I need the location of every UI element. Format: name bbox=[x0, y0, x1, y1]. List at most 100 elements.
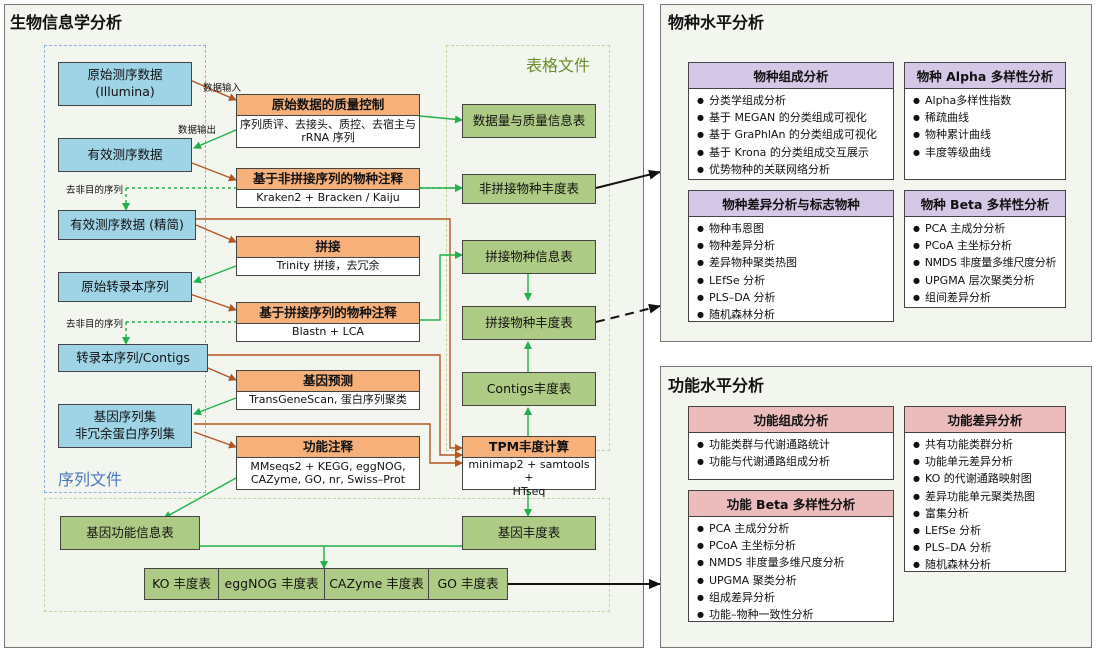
abundance-table-row: KO 丰度表 eggNOG 丰度表 CAZyme 丰度表 GO 丰度表 bbox=[144, 568, 508, 600]
list-item: PCA 主成分分析 bbox=[913, 221, 1065, 238]
card-species-beta-diversity: 物种 Beta 多样性分析 PCA 主成分分析 PCoA 主坐标分析 NMDS … bbox=[904, 190, 1066, 308]
list-item: 稀疏曲线 bbox=[913, 110, 1065, 127]
card-function-composition-list: 功能类群与代谢通路统计 功能与代谢通路组成分析 bbox=[689, 437, 893, 471]
arrow-transcript-to-assembly-annot bbox=[189, 293, 237, 312]
list-item: 功能与代谢通路组成分析 bbox=[697, 454, 893, 471]
table-data-quality: 数据量与质量信息表 bbox=[462, 104, 596, 138]
list-item: PLS–DA 分析 bbox=[913, 540, 1065, 557]
list-item: 组成差异分析 bbox=[697, 590, 893, 607]
list-item: PCoA 主坐标分析 bbox=[697, 538, 893, 555]
node-valid-sequencing-data-text: 有效测序数据 bbox=[87, 146, 163, 162]
list-item: 丰度等级曲线 bbox=[913, 145, 1065, 162]
node-raw-transcripts-text: 原始转录本序列 bbox=[81, 278, 169, 294]
process-assembly-annotation: 基于拼接序列的物种注释 Blastn + LCA bbox=[236, 302, 420, 342]
table-contigs-abundance-text: Contigs丰度表 bbox=[486, 380, 572, 396]
list-item: UPGMA 聚类分析 bbox=[697, 573, 893, 590]
list-item: 物种差异分析 bbox=[697, 238, 893, 255]
list-item: LEfSe 分析 bbox=[913, 523, 1065, 540]
species-level-panel-title: 物种水平分析 bbox=[668, 13, 765, 32]
label-data-in: 数据输入 bbox=[203, 83, 242, 94]
process-function-annotation-title: 功能注释 bbox=[237, 437, 419, 458]
node-valid-slim-data: 有效测序数据 (精简) bbox=[58, 210, 196, 240]
list-item: 优势物种的关联网络分析 bbox=[697, 162, 893, 179]
label-remove-nontarget-2: 去非目的序列 bbox=[66, 319, 124, 330]
list-item: 共有功能类群分析 bbox=[913, 437, 1065, 454]
process-function-annotation: 功能注释 MMseqs2 + KEGG, eggNOG, CAZyme, GO,… bbox=[236, 436, 420, 490]
label-remove-nontarget-1: 去非目的序列 bbox=[66, 185, 124, 196]
node-contigs-text: 转录本序列/Contigs bbox=[76, 349, 190, 365]
process-nonassembly-annotation: 基于非拼接序列的物种注释 Kraken2 + Bracken / Kaiju bbox=[236, 168, 420, 208]
list-item: KO 的代谢通路映射图 bbox=[913, 471, 1065, 488]
arrow-func-annot-to-info-table bbox=[163, 477, 237, 519]
table-data-quality-text: 数据量与质量信息表 bbox=[472, 112, 586, 128]
card-species-difference-title: 物种差异分析与标志物种 bbox=[689, 191, 893, 217]
list-item: PLS–DA 分析 bbox=[697, 290, 893, 307]
list-item: PCA 主成分分析 bbox=[697, 521, 893, 538]
card-species-composition-list: 分类学组成分析 基于 MEGAN 的分类组成可视化 基于 GraPhlAn 的分… bbox=[689, 93, 893, 179]
list-item: NMDS 非度量多维尺度分析 bbox=[697, 555, 893, 572]
process-function-annotation-detail: MMseqs2 + KEGG, eggNOG, CAZyme, GO, nr, … bbox=[250, 459, 406, 487]
table-nonassembly-abundance: 非拼接物种丰度表 bbox=[462, 174, 596, 204]
list-item: 物种韦恩图 bbox=[697, 221, 893, 238]
arrow-valid-to-nonassembly bbox=[191, 162, 237, 182]
list-item: 基于 GraPhlAn 的分类组成可视化 bbox=[697, 127, 893, 144]
card-species-alpha-diversity: 物种 Alpha 多样性分析 Alpha多样性指数 稀疏曲线 物种累计曲线 丰度… bbox=[904, 62, 1066, 180]
table-gene-abundance-text: 基因丰度表 bbox=[497, 524, 561, 540]
card-species-difference: 物种差异分析与标志物种 物种韦恩图 物种差异分析 差异物种聚类热图 LEfSe … bbox=[688, 190, 894, 322]
arrow-qc-to-valid bbox=[193, 129, 237, 149]
sequence-files-label: 序列文件 bbox=[58, 470, 123, 489]
process-nonassembly-annotation-title: 基于非拼接序列的物种注释 bbox=[237, 169, 419, 190]
table-gene-function-info: 基因功能信息表 bbox=[60, 516, 200, 550]
table-assembly-species-abundance-text: 拼接物种丰度表 bbox=[485, 314, 573, 330]
list-item: NMDS 非度量多维尺度分析 bbox=[913, 255, 1065, 272]
list-item: 差异物种聚类热图 bbox=[697, 255, 893, 272]
card-species-beta-diversity-list: PCA 主成分分析 PCoA 主坐标分析 NMDS 非度量多维尺度分析 UPGM… bbox=[905, 221, 1065, 307]
card-function-beta-diversity-list: PCA 主成分分析 PCoA 主坐标分析 NMDS 非度量多维尺度分析 UPGM… bbox=[689, 521, 893, 624]
node-raw-sequencing-data-text: 原始测序数据 (Illumina) bbox=[87, 67, 163, 99]
process-assembly: 拼接 Trinity 拼接，去冗余 bbox=[236, 236, 420, 276]
card-function-beta-diversity-title: 功能 Beta 多样性分析 bbox=[689, 491, 893, 517]
card-species-composition: 物种组成分析 分类学组成分析 基于 MEGAN 的分类组成可视化 基于 GraP… bbox=[688, 62, 894, 180]
arrow-assembly-annot-to-info bbox=[420, 251, 463, 321]
list-item: 功能单元差异分析 bbox=[913, 454, 1065, 471]
eggnog-abundance-table: eggNOG 丰度表 bbox=[219, 569, 325, 599]
node-valid-slim-data-text: 有效测序数据 (精简) bbox=[70, 216, 184, 232]
sequence-files-region bbox=[44, 45, 206, 493]
card-species-beta-diversity-title: 物种 Beta 多样性分析 bbox=[905, 191, 1065, 217]
list-item: PCoA 主坐标分析 bbox=[913, 238, 1065, 255]
list-item: 功能–物种一致性分析 bbox=[697, 607, 893, 624]
card-function-difference: 功能差异分析 共有功能类群分析 功能单元差异分析 KO 的代谢通路映射图 差异功… bbox=[904, 406, 1066, 572]
process-gene-prediction-detail: TransGeneScan, 蛋白序列聚类 bbox=[249, 393, 407, 407]
node-raw-transcripts: 原始转录本序列 bbox=[58, 272, 192, 302]
card-function-difference-list: 共有功能类群分析 功能单元差异分析 KO 的代谢通路映射图 差异功能单元聚类热图… bbox=[905, 437, 1065, 575]
bottom-tables-region bbox=[44, 498, 610, 612]
go-abundance-table: GO 丰度表 bbox=[437, 575, 499, 591]
list-item: 随机森林分析 bbox=[697, 307, 893, 324]
node-raw-sequencing-data: 原始测序数据 (Illumina) bbox=[58, 62, 192, 106]
card-function-composition-title: 功能组成分析 bbox=[689, 407, 893, 433]
arrow-qc-to-quality-table bbox=[419, 115, 463, 124]
table-nonassembly-abundance-text: 非拼接物种丰度表 bbox=[478, 180, 579, 196]
table-assembly-species-abundance: 拼接物种丰度表 bbox=[462, 306, 596, 340]
list-item: UPGMA 层次聚类分析 bbox=[913, 273, 1065, 290]
card-species-alpha-diversity-list: Alpha多样性指数 稀疏曲线 物种累计曲线 丰度等级曲线 bbox=[905, 93, 1065, 162]
list-item: 组间差异分析 bbox=[913, 290, 1065, 307]
ko-abundance-table: KO 丰度表 bbox=[145, 569, 219, 599]
card-species-difference-list: 物种韦恩图 物种差异分析 差异物种聚类热图 LEfSe 分析 PLS–DA 分析… bbox=[689, 221, 893, 324]
node-valid-sequencing-data: 有效测序数据 bbox=[58, 138, 192, 172]
list-item: Alpha多样性指数 bbox=[913, 93, 1065, 110]
arrow-gene-to-func-annot bbox=[193, 431, 237, 449]
process-tpm-calculation: TPM丰度计算 minimap2 + samtools + HTseq bbox=[462, 436, 596, 498]
process-nonassembly-annotation-detail: Kraken2 + Bracken / Kaiju bbox=[256, 191, 400, 205]
process-quality-control-detail: 序列质评、去接头、质控、去宿主与 rRNA 序列 bbox=[240, 117, 416, 145]
list-item: 差异功能单元聚类热图 bbox=[913, 489, 1065, 506]
cazyme-abundance-table: CAZyme 丰度表 bbox=[325, 569, 429, 599]
card-function-composition: 功能组成分析 功能类群与代谢通路统计 功能与代谢通路组成分析 bbox=[688, 406, 894, 480]
arrow-gene-to-tpm bbox=[194, 423, 463, 467]
arrow-contigs-to-tpm bbox=[208, 354, 463, 459]
process-assembly-annotation-detail: Blastn + LCA bbox=[292, 325, 364, 339]
list-item: 基于 MEGAN 的分类组成可视化 bbox=[697, 110, 893, 127]
arrow-slim-to-assembly bbox=[195, 224, 237, 243]
bioinformatics-panel-title: 生物信息学分析 bbox=[10, 13, 123, 32]
